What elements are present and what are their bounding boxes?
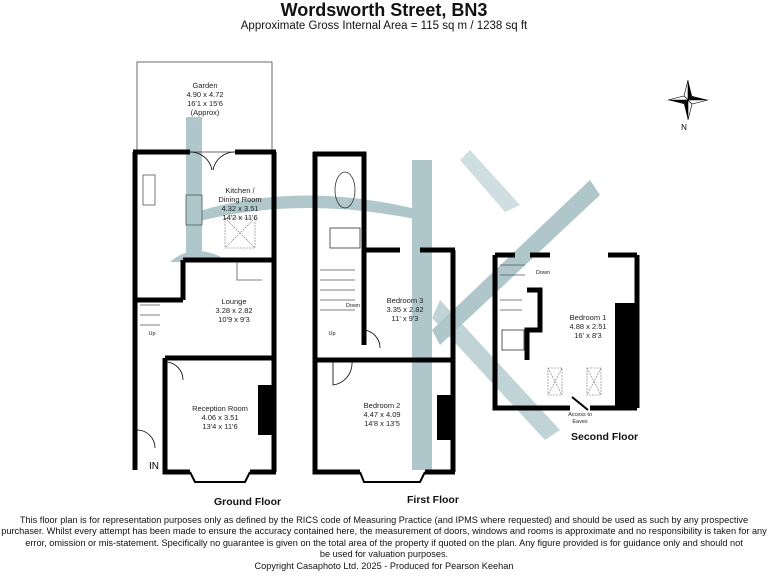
garden-label: Garden <box>192 81 217 90</box>
first-floor-plan <box>312 151 456 483</box>
compass-icon <box>667 79 709 121</box>
second-floor-plan <box>492 252 640 411</box>
bedroom3-metric: 3.35 x 2.82 <box>386 305 423 314</box>
first-stairs-down: Down <box>346 303 360 309</box>
reception-imperial: 13'4 x 11'6 <box>202 422 237 431</box>
first-floor-label: First Floor <box>407 494 459 506</box>
eaves-access-label: Access to <box>568 412 592 418</box>
reception-label: Reception Room <box>192 404 248 413</box>
disclaimer-line: This floor plan is for representation pu… <box>19 515 749 525</box>
lounge-imperial: 10'9 x 9'3 <box>218 315 250 324</box>
kitchen-metric: 4.32 x 3.51 <box>221 204 258 213</box>
second-stairs-down: Down <box>536 270 550 276</box>
lounge-label: Lounge <box>221 297 246 306</box>
disclaimer-line: error, omission or mis-statement. Specif… <box>25 537 743 548</box>
disclaimer: This floor plan is for representation pu… <box>0 515 768 572</box>
bedroom1-label: Bedroom 1 <box>570 313 607 322</box>
garden-metric: 4.90 x 4.72 <box>186 90 223 99</box>
bedroom1-metric: 4.88 x 2.51 <box>569 322 606 331</box>
bedroom2-imperial: 14'8 x 13'5 <box>364 419 400 428</box>
garden-outline <box>136 61 273 153</box>
bedroom3-label: Bedroom 3 <box>387 296 424 305</box>
bedroom1-imperial: 16' x 8'3 <box>574 331 601 340</box>
bedroom3-imperial: 11' x 9'3 <box>392 314 419 323</box>
copyright: Copyright Casaphoto Ltd. 2025 - Produced… <box>254 560 514 571</box>
north-label: N <box>681 123 687 132</box>
entrance-label: IN <box>149 461 159 472</box>
bedroom2-label: Bedroom 2 <box>364 401 401 410</box>
disclaimer-line: purchaser. Whilst every attempt has been… <box>1 526 767 537</box>
garden-imperial: 16'1 x 15'6 <box>187 99 223 108</box>
kitchen-label-2: Dining Room <box>218 195 261 204</box>
reception-metric: 4.06 x 3.51 <box>201 413 238 422</box>
ground-stairs-up: Up <box>148 331 155 337</box>
kitchen-imperial: 14'2 x 11'6 <box>222 213 257 222</box>
second-floor-label: Second Floor <box>571 431 639 443</box>
first-stairs-up: Up <box>328 331 335 337</box>
bedroom2-metric: 4.47 x 4.09 <box>363 410 400 419</box>
area-subtitle: Approximate Gross Internal Area = 115 sq… <box>240 20 528 32</box>
eaves-access-label-2: Eaves <box>572 419 588 425</box>
garden-note: (Approx) <box>191 108 220 117</box>
lounge-metric: 3.28 x 2.82 <box>215 306 252 315</box>
disclaimer-line: be used for valuation purposes. <box>319 549 449 560</box>
kitchen-label: Kitchen / <box>225 186 255 195</box>
ground-floor-label: Ground Floor <box>214 496 282 508</box>
ground-floor-plan <box>132 61 277 483</box>
plan-title: Wordsworth Street, BN3 <box>280 0 488 20</box>
